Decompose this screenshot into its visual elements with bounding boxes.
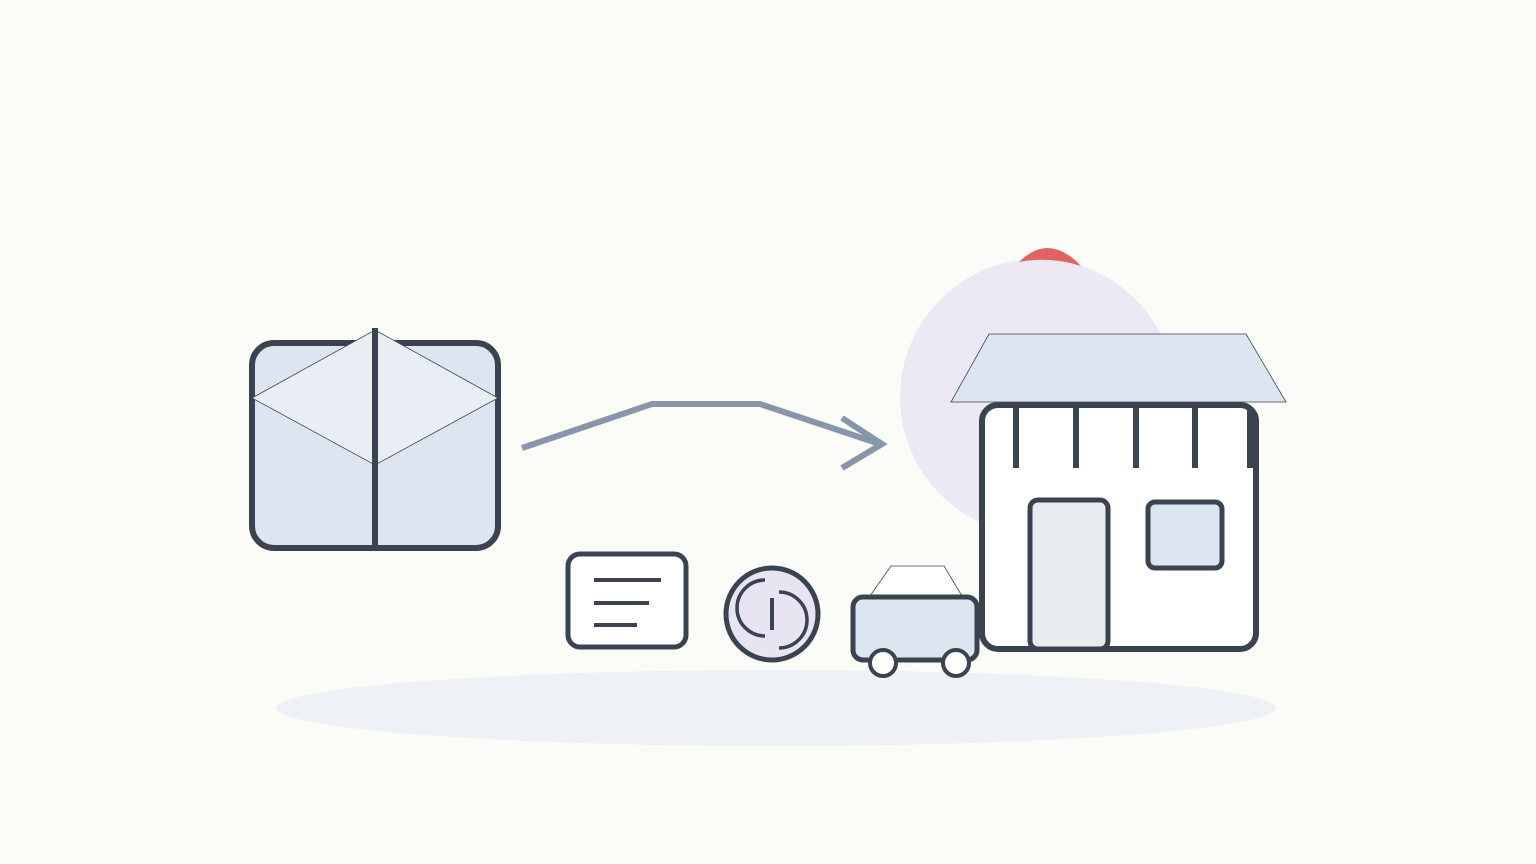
package-icon (249, 328, 501, 551)
arrow-right-icon (521, 401, 888, 471)
storefront-icon (950, 333, 1287, 652)
storefront-window (1145, 499, 1225, 571)
storefront-door (1027, 497, 1111, 652)
coin-icon (723, 565, 821, 663)
receipt-icon (565, 551, 689, 650)
notification-dot (1019, 247, 1081, 266)
delivery-cart-icon (850, 565, 980, 678)
ground-shadow (276, 670, 1276, 746)
storefront-roof (950, 333, 1287, 403)
